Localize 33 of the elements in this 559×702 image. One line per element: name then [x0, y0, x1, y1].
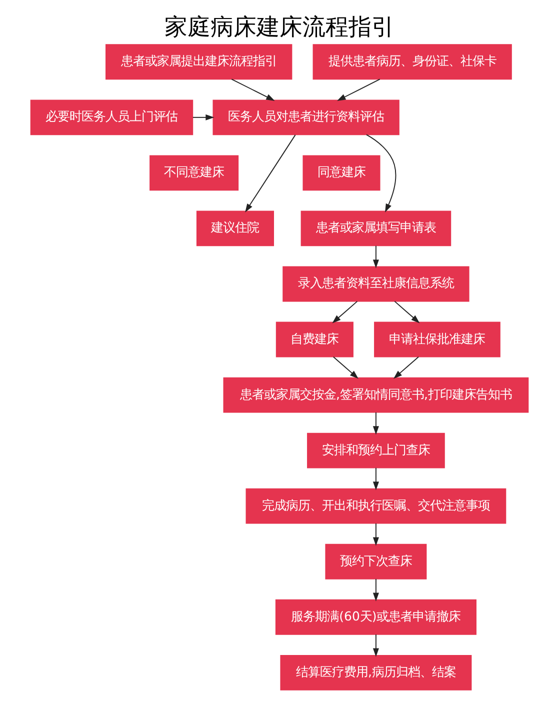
arrow [332, 300, 358, 324]
node-box: 结算医疗费用,病历归档、结案 [280, 654, 472, 690]
arrow [231, 78, 275, 101]
node-box: 录入患者资料至社康信息系统 [282, 266, 470, 302]
node-box: 预约下次查床 [325, 544, 427, 580]
node-box: 建议住院 [196, 210, 274, 246]
node-box: 申请社保批准建床 [374, 322, 500, 358]
arrow [337, 78, 380, 101]
arrow [192, 114, 214, 120]
node-box: 患者或家属交按金,签署知情同意书,打印建床告知书 [223, 377, 529, 413]
node-box: 患者或家属填写申请表 [300, 210, 452, 246]
node-box: 服务期满(60天)或患者申请撤床 [275, 599, 476, 635]
arrow [332, 356, 358, 379]
node-box: 完成病历、开出和执行医嘱、交代注意事项 [246, 488, 506, 524]
arrow [372, 578, 379, 602]
arrow [372, 522, 379, 546]
node-box: 必要时医务人员上门评估 [30, 100, 194, 136]
arrow [372, 245, 379, 268]
node-box: 医务人员对患者进行资料评估 [212, 100, 400, 136]
node-box: 同意建床 [302, 155, 380, 191]
arrow [394, 300, 420, 324]
arrow [393, 356, 419, 379]
node-box: 提供患者病历、身份证、社保卡 [312, 44, 512, 80]
arrow [245, 134, 296, 212]
diagram-title: 家庭病床建床流程指引 [164, 14, 394, 40]
arrow [372, 634, 379, 657]
node-box: 患者或家属提出建床流程指引 [106, 44, 292, 80]
arrow [372, 467, 379, 490]
node-box: 不同意建床 [150, 155, 239, 191]
arrow [366, 134, 396, 212]
arrow [372, 412, 379, 435]
node-box: 自费建床 [276, 322, 354, 358]
node-box: 安排和预约上门查床 [307, 432, 445, 468]
